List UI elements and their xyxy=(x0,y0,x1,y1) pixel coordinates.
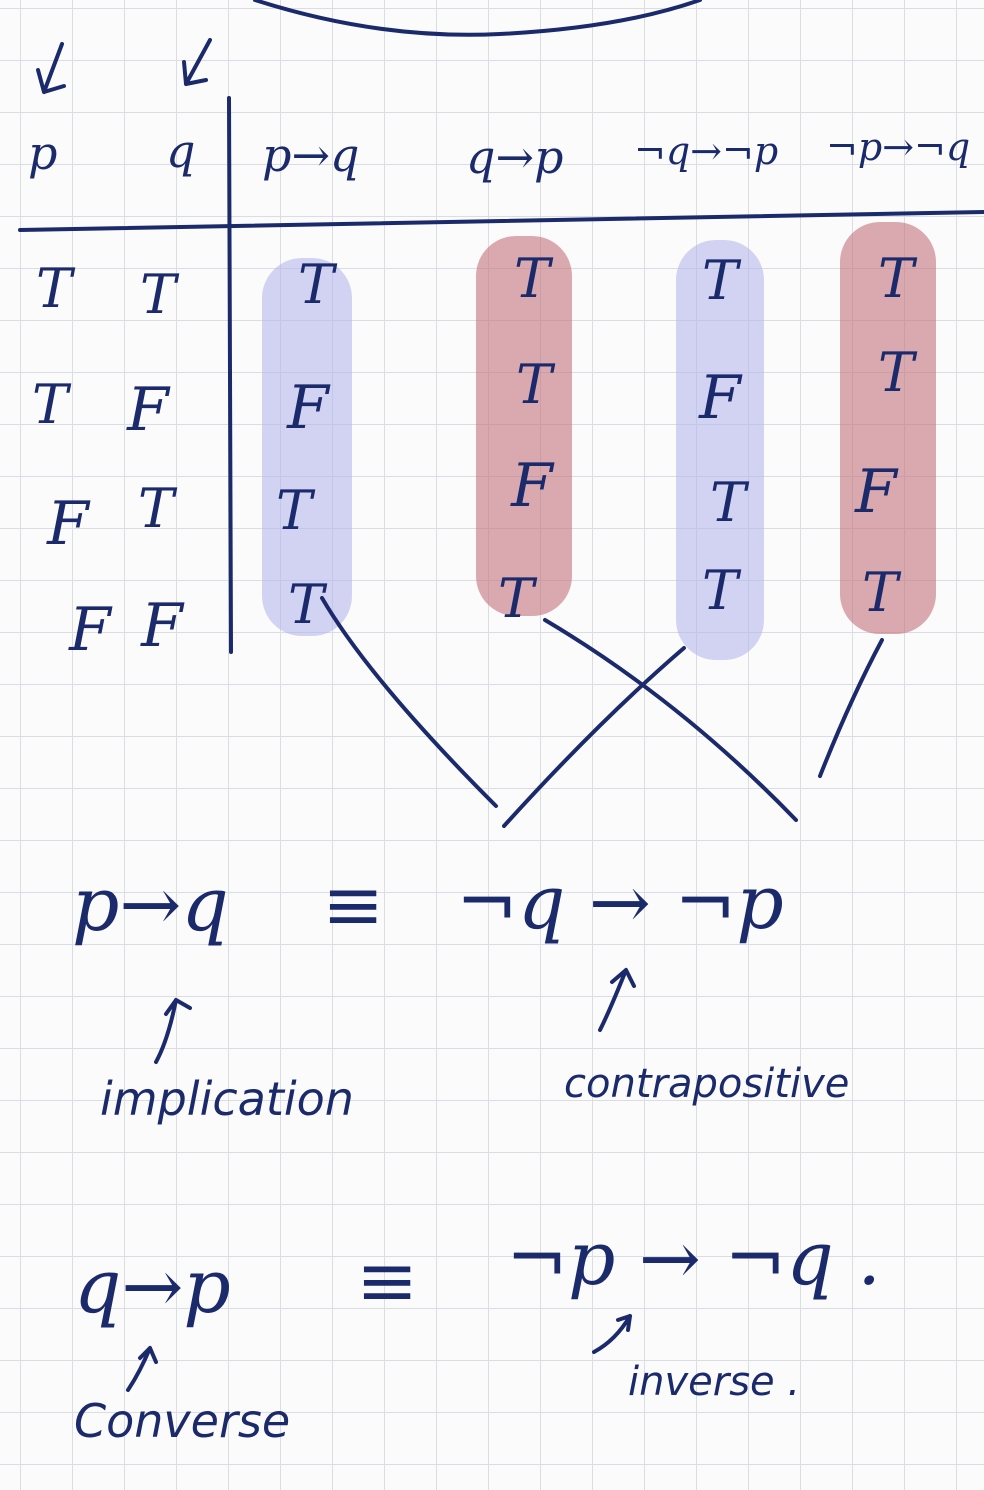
highlight-inverse xyxy=(840,222,936,634)
label-inverse: inverse . xyxy=(628,1359,801,1405)
header-contrapositive: ¬q→¬p xyxy=(634,129,779,173)
equiv1-left: p→q xyxy=(72,862,229,948)
highlight-contrapositive xyxy=(676,240,764,660)
cell-r3-c3: T xyxy=(275,479,313,542)
cell-r2-c5: F xyxy=(699,363,741,433)
arrow-q-stroke xyxy=(182,38,212,86)
cell-r3-c6: F xyxy=(855,457,897,527)
line-col3-to-cross xyxy=(502,646,686,828)
cell-r4-q: F xyxy=(141,591,183,661)
table-horizontal-rule xyxy=(18,210,984,232)
cell-r1-c4: T xyxy=(513,247,551,310)
cell-r2-q: F xyxy=(127,375,169,445)
cell-r1-q: T xyxy=(139,263,177,326)
header-q: q xyxy=(166,124,196,178)
pointer-converse-stroke xyxy=(126,1346,158,1392)
pointer-inverse-stroke xyxy=(592,1314,632,1354)
equiv2-right: ¬p → ¬q . xyxy=(506,1216,881,1302)
cell-r2-c3: F xyxy=(287,373,329,443)
cell-r2-c6: T xyxy=(877,341,915,404)
equiv1-right: ¬q → ¬p xyxy=(456,860,784,946)
cell-r3-p: F xyxy=(47,489,89,559)
equiv1-symbol: ≡ xyxy=(322,862,385,948)
label-converse: Converse xyxy=(74,1394,291,1448)
line-col1-to-cross xyxy=(320,596,498,808)
highlight-p-implies-q xyxy=(262,258,352,636)
label-contrapositive: contrapositive xyxy=(564,1061,850,1107)
pointer-implication-stroke xyxy=(154,998,192,1064)
cell-r3-c5: T xyxy=(709,471,747,534)
cell-r3-q: T xyxy=(137,477,175,540)
table-vertical-rule xyxy=(227,96,233,654)
cell-r4-p: F xyxy=(69,595,111,665)
cell-r4-c5: T xyxy=(701,559,739,622)
cell-r1-p: T xyxy=(35,257,73,320)
line-col2-to-cross xyxy=(543,618,798,822)
cell-r4-c6: T xyxy=(861,561,899,624)
equiv2-left: q→p xyxy=(74,1244,231,1330)
pointer-contrapositive-stroke xyxy=(598,968,636,1032)
cell-r4-c4: T xyxy=(497,567,535,630)
top-curve-stroke xyxy=(253,0,702,37)
cell-r4-c3: T xyxy=(287,573,325,636)
cell-r2-p: T xyxy=(31,373,69,436)
cell-r1-c3: T xyxy=(297,253,335,316)
header-p-implies-q: p→q xyxy=(262,128,360,182)
line-col4-to-cross xyxy=(818,638,884,778)
cell-r2-c4: T xyxy=(515,353,553,416)
label-implication: implication xyxy=(100,1072,354,1126)
header-p: p xyxy=(28,126,58,180)
header-inverse: ¬p→¬q xyxy=(826,125,971,169)
cell-r1-c6: T xyxy=(877,247,915,310)
cell-r1-c5: T xyxy=(701,249,739,312)
cell-r3-c4: F xyxy=(511,451,553,521)
equiv2-symbol: ≡ xyxy=(356,1238,419,1324)
arrow-p-stroke xyxy=(36,42,66,94)
highlight-q-implies-p xyxy=(476,236,572,616)
header-q-implies-p: q→p xyxy=(466,130,564,184)
